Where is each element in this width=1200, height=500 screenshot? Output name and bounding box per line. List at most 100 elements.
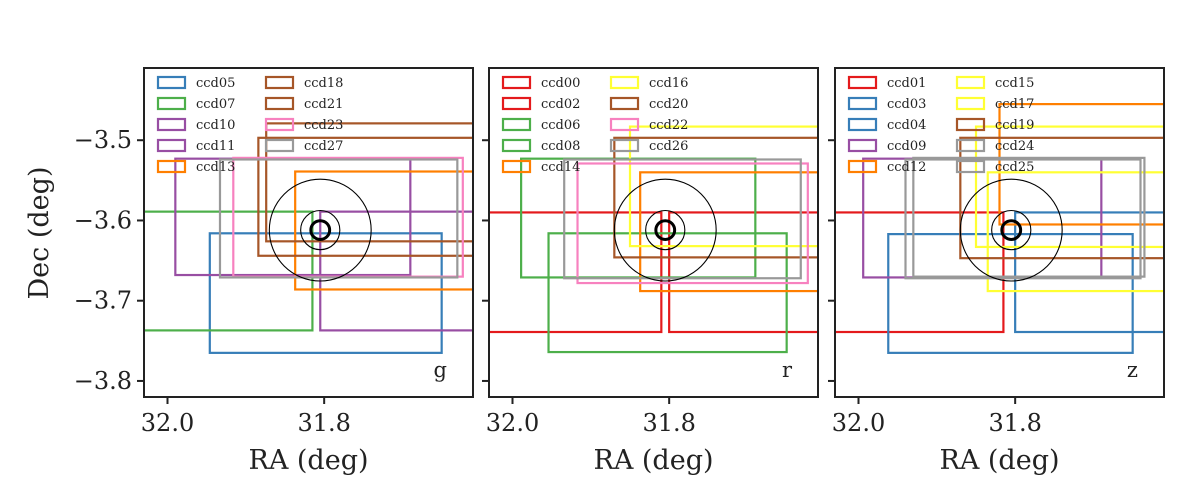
legend-label-ccd03: ccd03 bbox=[887, 97, 926, 112]
ccd-rect-ccd09 bbox=[862, 157, 1103, 279]
legend: ccd05ccd07ccd10ccd11ccd13ccd18ccd21ccd23… bbox=[156, 75, 343, 175]
legend-swatch-ccd02 bbox=[501, 96, 532, 111]
legend-label-ccd06: ccd06 bbox=[541, 118, 580, 133]
x-tick-label: 31.8 bbox=[642, 409, 695, 437]
legend-swatch-ccd22 bbox=[609, 117, 640, 132]
y-axis-label: Dec (deg) bbox=[24, 167, 55, 300]
legend-swatch-ccd12 bbox=[847, 159, 878, 174]
legend-label-ccd19: ccd19 bbox=[995, 118, 1034, 133]
legend-label-ccd16: ccd16 bbox=[649, 76, 688, 91]
legend-swatch-ccd03 bbox=[847, 96, 878, 111]
y-tick-label: −3.8 bbox=[74, 367, 132, 395]
legend-label-ccd13: ccd13 bbox=[196, 160, 235, 175]
legend-swatch-ccd15 bbox=[955, 75, 986, 90]
aperture-circle-2 bbox=[309, 219, 332, 241]
legend-label-ccd01: ccd01 bbox=[887, 76, 926, 91]
ccd-rect-ccd23 bbox=[232, 156, 464, 278]
legend-swatch-ccd17 bbox=[955, 96, 986, 111]
legend-label-ccd26: ccd26 bbox=[649, 139, 688, 154]
band-label: g bbox=[434, 358, 447, 382]
legend-swatch-ccd26 bbox=[609, 138, 640, 153]
axes-frame bbox=[488, 67, 819, 398]
ccd-rect-ccd14 bbox=[639, 171, 818, 293]
legend-label-ccd17: ccd17 bbox=[995, 97, 1034, 112]
legend-swatch-ccd16 bbox=[609, 75, 640, 90]
legend-label-ccd23: ccd23 bbox=[304, 118, 343, 133]
x-axis-label: RA (deg) bbox=[248, 445, 368, 476]
axes-frame bbox=[834, 67, 1165, 398]
ccd-rect-ccd01 bbox=[835, 211, 1005, 334]
legend-swatch-ccd11 bbox=[156, 138, 187, 153]
aperture-circle-2 bbox=[654, 219, 677, 241]
ccd-rect-ccd07 bbox=[144, 210, 314, 332]
ccd-rect-ccd13 bbox=[294, 170, 473, 291]
plot-area bbox=[835, 103, 1164, 354]
aperture-circle-0 bbox=[959, 178, 1063, 282]
legend-swatch-ccd09 bbox=[847, 138, 878, 153]
legend-label-ccd25: ccd25 bbox=[995, 160, 1034, 175]
legend-swatch-ccd08 bbox=[501, 138, 532, 153]
legend-label-ccd05: ccd05 bbox=[196, 76, 235, 91]
band-label: z bbox=[1127, 358, 1138, 382]
ccd-rect-ccd27 bbox=[218, 158, 459, 279]
ccd-rect-ccd22 bbox=[576, 162, 809, 285]
ccd-rect-ccd08 bbox=[547, 232, 788, 354]
legend: ccd00ccd02ccd06ccd08ccd14ccd16ccd20ccd22… bbox=[501, 75, 688, 175]
ccd-rect-ccd16 bbox=[628, 125, 818, 248]
ccd-rect-ccd12 bbox=[998, 103, 1164, 226]
aperture-circle-1 bbox=[991, 209, 1032, 251]
legend-swatch-ccd05 bbox=[156, 75, 187, 90]
x-axis-label: RA (deg) bbox=[593, 445, 713, 476]
legend-swatch-ccd27 bbox=[264, 138, 295, 153]
legend: ccd01ccd03ccd04ccd09ccd12ccd15ccd17ccd19… bbox=[847, 75, 1034, 175]
legend-swatch-ccd25 bbox=[955, 159, 986, 174]
ccd-rect-ccd18 bbox=[265, 122, 473, 243]
legend-label-ccd27: ccd27 bbox=[304, 139, 343, 154]
ccd-rect-ccd20 bbox=[613, 136, 818, 259]
x-tick-label: 31.8 bbox=[297, 409, 350, 437]
y-tick-label: −3.7 bbox=[74, 287, 132, 315]
legend-swatch-ccd24 bbox=[955, 138, 986, 153]
ccd-rect-ccd26 bbox=[563, 158, 802, 280]
legend-label-ccd15: ccd15 bbox=[995, 76, 1034, 91]
aperture-circle-2 bbox=[1000, 219, 1023, 241]
legend-label-ccd20: ccd20 bbox=[649, 97, 688, 112]
legend-swatch-ccd04 bbox=[847, 117, 878, 132]
ccd-rect-ccd25 bbox=[912, 156, 1146, 278]
aperture-circle-1 bbox=[645, 209, 686, 251]
legend-label-ccd12: ccd12 bbox=[887, 160, 926, 175]
band-label: r bbox=[782, 358, 793, 382]
legend-swatch-ccd06 bbox=[501, 117, 532, 132]
plot-area bbox=[144, 122, 473, 354]
ccd-rect-ccd15 bbox=[974, 125, 1164, 249]
legend-swatch-ccd23 bbox=[264, 117, 295, 132]
legend-swatch-ccd10 bbox=[156, 117, 187, 132]
legend-swatch-ccd01 bbox=[847, 75, 878, 90]
axes-frame bbox=[143, 67, 474, 398]
legend-swatch-ccd18 bbox=[264, 75, 295, 90]
legend-swatch-ccd13 bbox=[156, 159, 187, 174]
panel-r: 32.0 31.8 RA (deg) r ccd00 ccd02 ccd06 ccd08 ccd… bbox=[482, 67, 819, 476]
legend-swatch-ccd20 bbox=[609, 96, 640, 111]
y-tick-label: −3.6 bbox=[74, 206, 132, 234]
ccd-rect-ccd11 bbox=[319, 210, 473, 332]
y-tick-label: −3.5 bbox=[74, 126, 132, 154]
legend-label-ccd11: ccd11 bbox=[196, 139, 235, 154]
aperture-circle-1 bbox=[300, 209, 341, 251]
x-axis-label: RA (deg) bbox=[939, 445, 1059, 476]
legend-label-ccd02: ccd02 bbox=[541, 97, 580, 112]
ccd-rect-ccd17 bbox=[986, 171, 1164, 293]
legend-label-ccd00: ccd00 bbox=[541, 76, 580, 91]
x-tick-label: 31.8 bbox=[988, 409, 1041, 437]
legend-swatch-ccd00 bbox=[501, 75, 532, 90]
legend-label-ccd21: ccd21 bbox=[304, 97, 343, 112]
x-tick-label: 32.0 bbox=[486, 409, 539, 437]
legend-label-ccd08: ccd08 bbox=[541, 139, 580, 154]
ccd-rect-ccd00 bbox=[489, 211, 663, 334]
legend-label-ccd22: ccd22 bbox=[649, 118, 688, 133]
ccd-rect-ccd04 bbox=[887, 233, 1134, 354]
legend-swatch-ccd21 bbox=[264, 96, 295, 111]
